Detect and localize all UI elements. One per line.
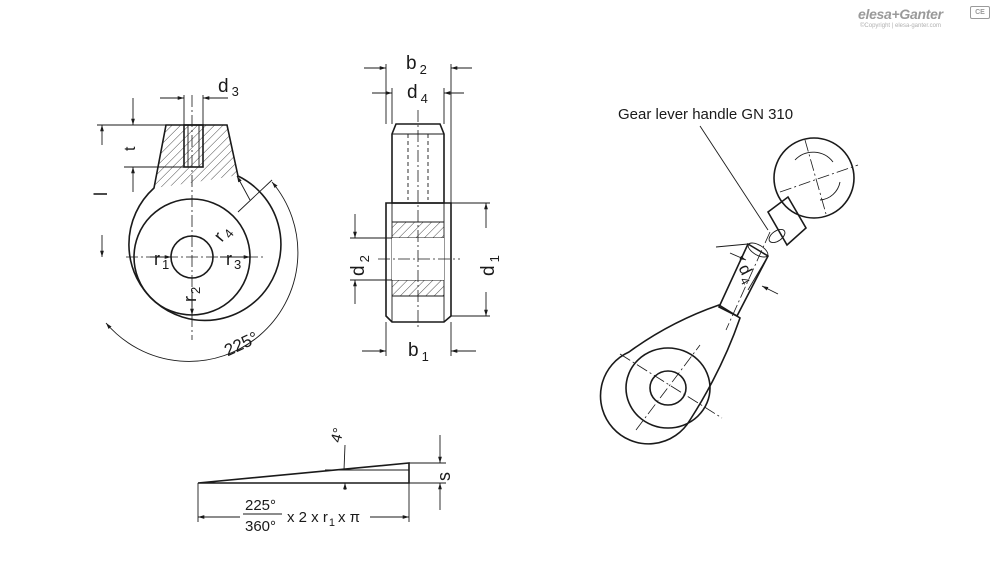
label-d4-iso: d4 — [732, 261, 760, 287]
label-angle-4: 4° — [328, 426, 348, 444]
side-hatch-lower — [392, 280, 444, 296]
wedge-profile — [197, 462, 410, 484]
brand-logo: elesa+Ganter ©Copyright | elesa-ganter.c… — [858, 6, 990, 36]
threaded-hole — [183, 124, 204, 168]
ball-knob — [773, 137, 855, 219]
label-l: l — [91, 192, 111, 196]
label-r2: r2 — [180, 287, 203, 302]
label-d2: d2 — [348, 255, 372, 276]
cam-body — [599, 304, 741, 445]
brand-name: elesa+Ganter — [858, 6, 943, 22]
cam-ring — [625, 347, 711, 429]
isometric-view: Gear lever handle GN 310 d4 — [599, 106, 859, 445]
label-s: s — [434, 472, 454, 481]
label-d1: d1 — [478, 255, 502, 276]
brand-copyright: ©Copyright | elesa-ganter.com — [860, 23, 942, 29]
knob-stem — [766, 195, 808, 247]
formula-numerator: 225° — [245, 497, 276, 514]
label-r4: r4 — [209, 221, 236, 247]
label-t: t — [122, 146, 139, 151]
label-gear-lever: Gear lever handle GN 310 — [618, 106, 793, 123]
ce-badge: CE — [970, 6, 990, 19]
front-view-hatch — [154, 125, 238, 188]
formula-denominator: 360° — [245, 518, 276, 535]
cam-bore — [649, 370, 687, 406]
label-angle-225: 225° — [221, 328, 261, 360]
